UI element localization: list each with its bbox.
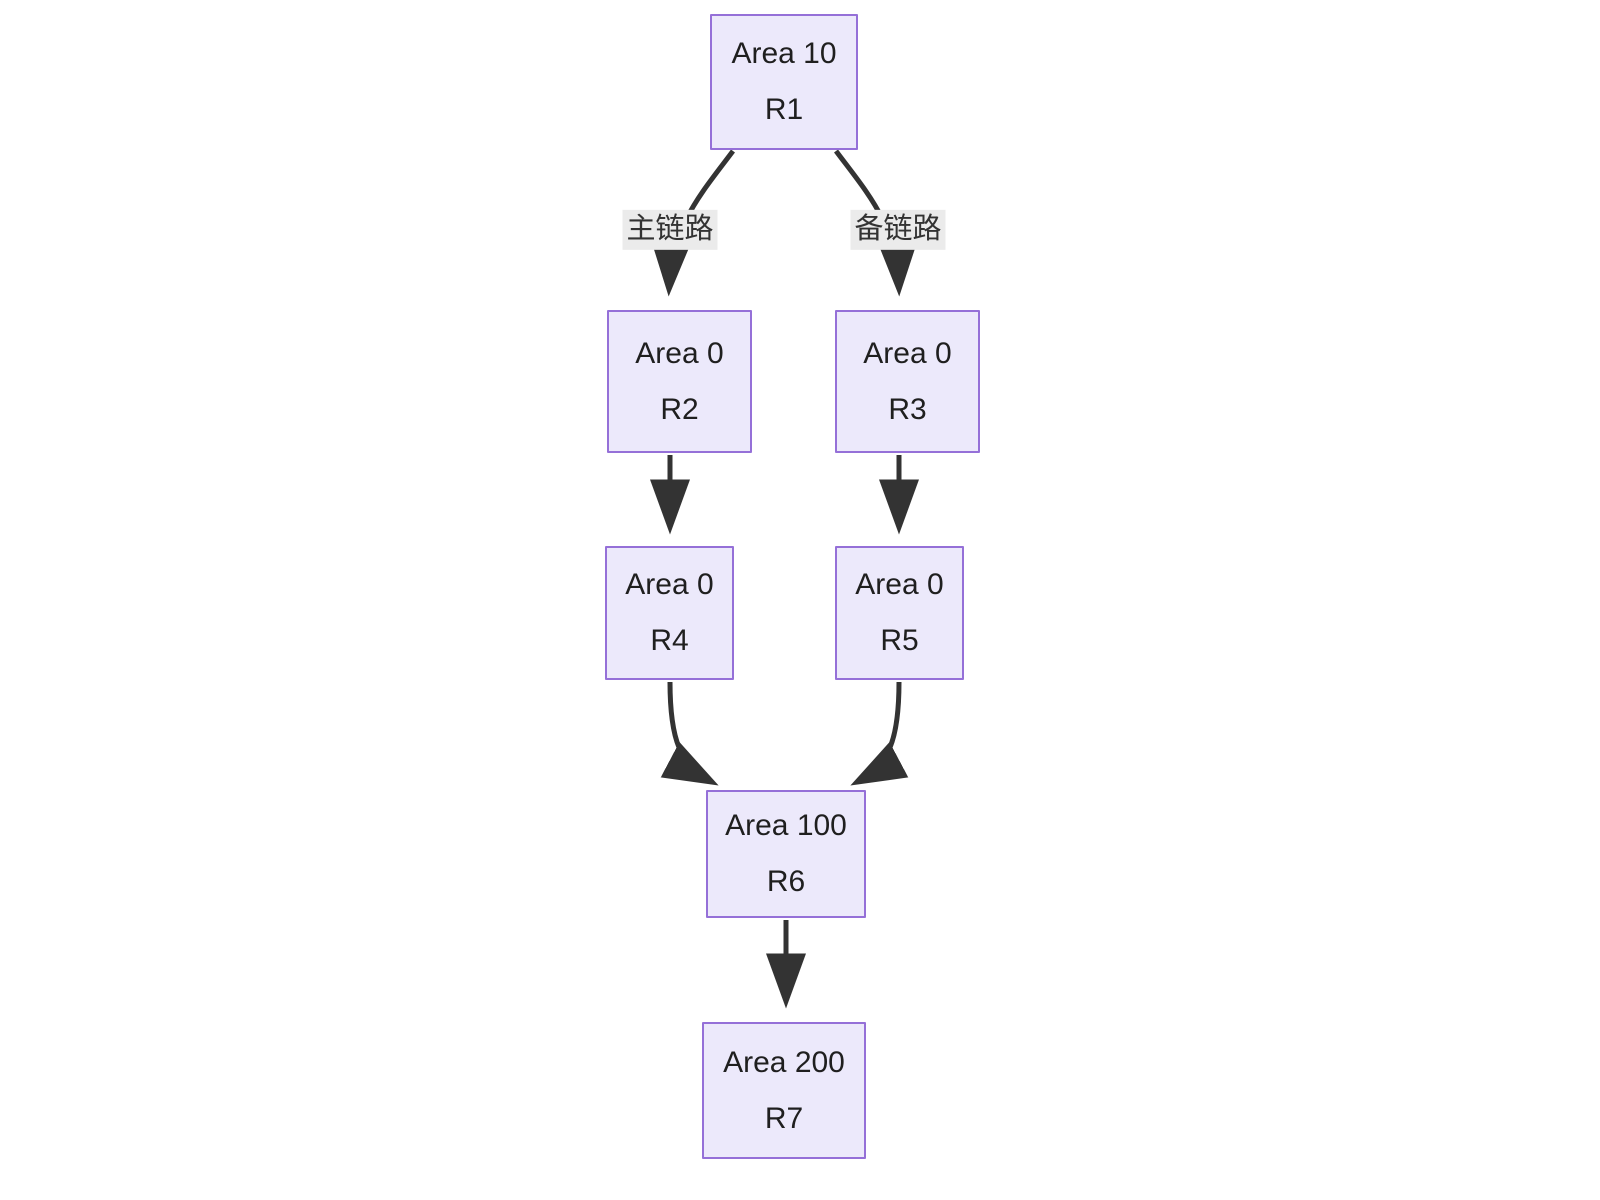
node-r6-area: Area 100 [725, 809, 847, 842]
node-r6-router: R6 [766, 865, 806, 898]
node-r3[interactable]: Area 0 R3 [835, 310, 980, 453]
node-r6[interactable]: Area 100 R6 [706, 790, 866, 918]
node-r1-router: R1 [764, 93, 804, 126]
node-r5-area: Area 0 [855, 568, 944, 601]
node-r5-router: R5 [880, 624, 919, 657]
node-r4-router: R4 [650, 624, 689, 657]
node-r3-router: R3 [888, 392, 927, 426]
node-r1-area: Area 10 [731, 37, 837, 70]
node-r2-router: R2 [660, 392, 699, 426]
edge-label-backup-link: 备链路 [850, 209, 946, 251]
node-r5[interactable]: Area 0 R5 [835, 546, 964, 680]
node-r4[interactable]: Area 0 R4 [605, 546, 734, 680]
node-r2[interactable]: Area 0 R2 [607, 310, 752, 453]
node-r2-area: Area 0 [635, 336, 724, 370]
node-r7-router: R7 [764, 1101, 804, 1135]
edge-r4-r6 [660, 681, 719, 786]
edge-r5-r6 [850, 681, 909, 786]
node-r1[interactable]: Area 10 R1 [710, 14, 858, 150]
node-r7[interactable]: Area 200 R7 [702, 1022, 866, 1159]
node-r3-area: Area 0 [863, 336, 952, 370]
node-r4-area: Area 0 [625, 568, 714, 601]
node-r7-area: Area 200 [723, 1045, 845, 1079]
edge-label-primary-link: 主链路 [622, 209, 718, 251]
